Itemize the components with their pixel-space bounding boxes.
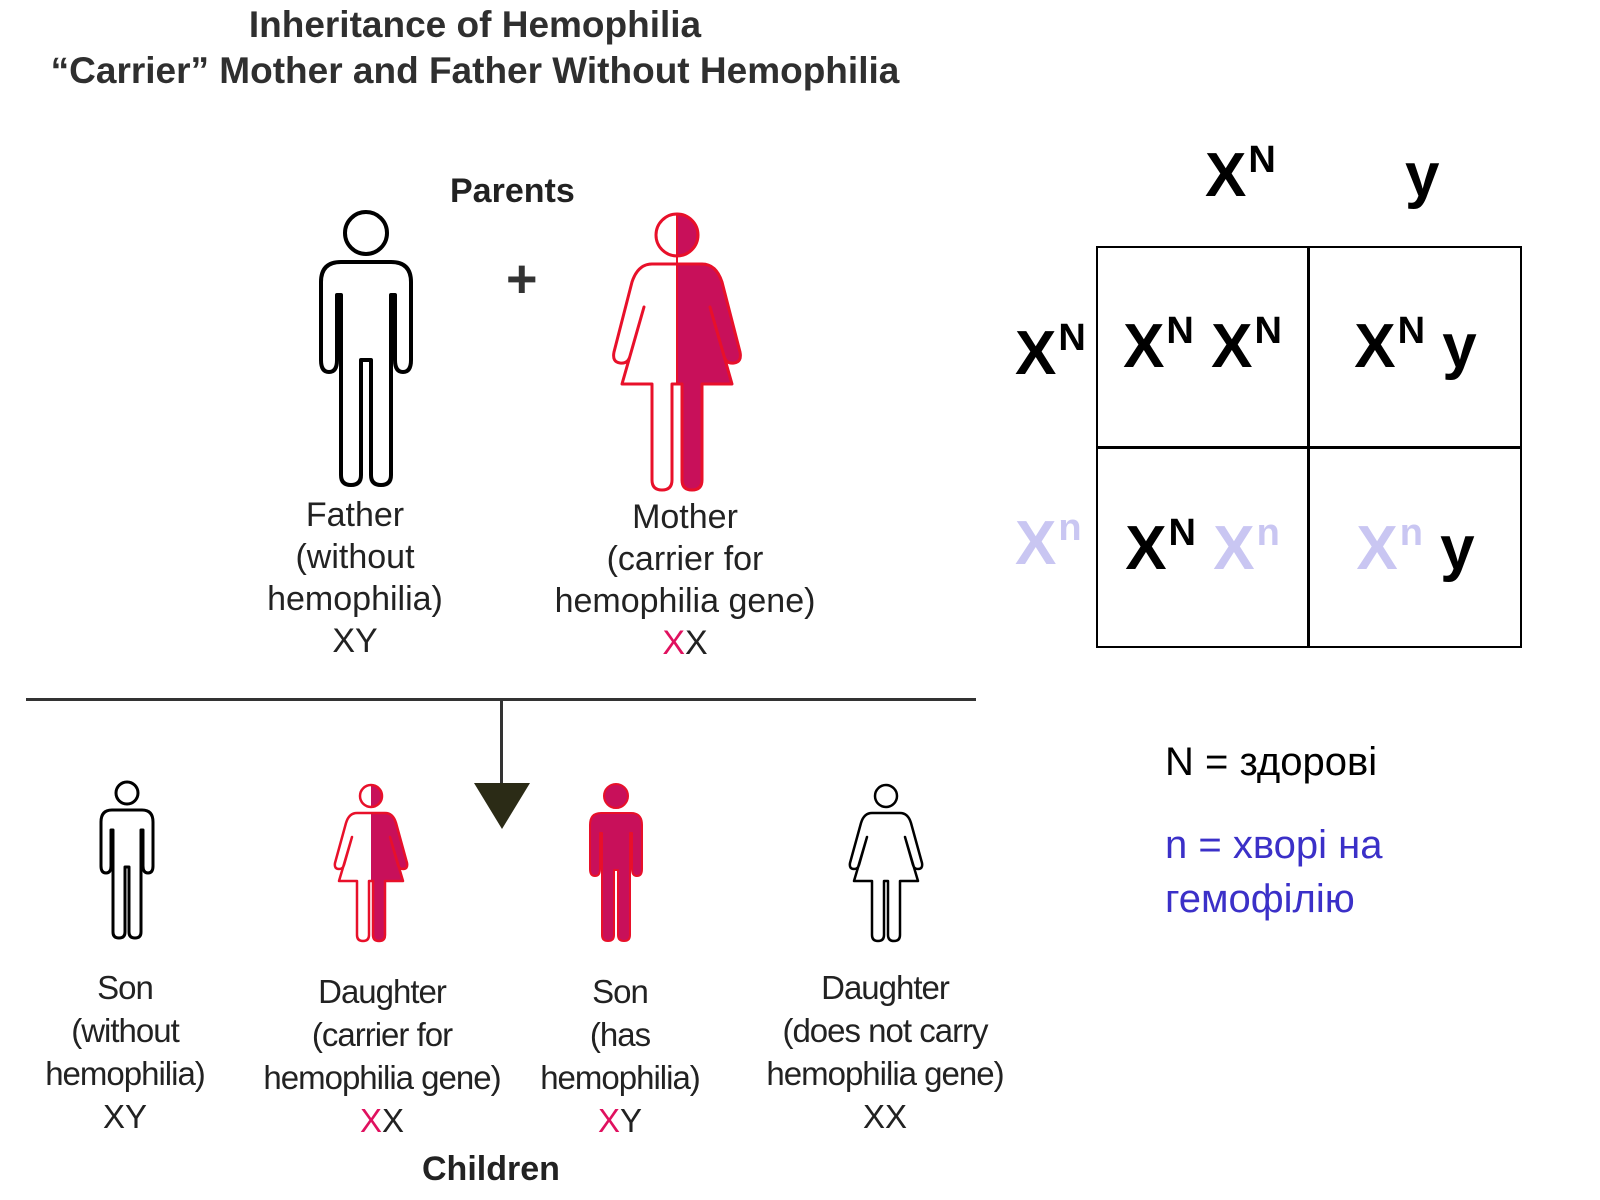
child-4-genotype-b: X — [885, 1098, 908, 1135]
r2c1-b: X — [1213, 513, 1255, 583]
son-healthy-figure — [95, 780, 159, 940]
title-line-1: Inheritance of Hemophilia — [248, 4, 702, 45]
r2c1-a: X — [1125, 513, 1167, 583]
child-1-line1: Son — [97, 969, 154, 1006]
child-3-genotype-a: X — [597, 1102, 620, 1139]
child-3-genotype-b: Y — [620, 1102, 643, 1139]
legend-sick-line2: гемофілію — [1165, 877, 1355, 921]
mother-genotype-carrier-x: X — [662, 624, 685, 662]
child-1-genotype: XY — [20, 1095, 230, 1138]
r2c1-a-sup: N — [1168, 511, 1196, 554]
r1c1-b-sup: N — [1254, 309, 1282, 352]
punnett-cell-r2c1: XN Xn — [1096, 448, 1309, 648]
mother-label: Mother (carrier for hemophilia gene) XX — [530, 496, 840, 664]
r1c2-a: X — [1354, 311, 1396, 381]
mother-genotype: XX — [530, 622, 840, 664]
r2c1-b-sup: n — [1256, 511, 1280, 554]
child-2-line1: Daughter — [318, 973, 447, 1010]
father-label: Father (without hemophilia) XY — [240, 494, 470, 662]
child-label-3: Son (has hemophilia) XY — [520, 970, 720, 1142]
legend-sick: n = хворі на гемофілію — [1165, 818, 1382, 926]
child-4-line3: hemophilia gene) — [766, 1055, 1004, 1092]
child-label-2: Daughter (carrier for hemophilia gene) X… — [252, 970, 512, 1142]
col-1-sup: N — [1248, 139, 1276, 181]
r1c1-b: X — [1211, 311, 1253, 381]
child-4-line2: (does not carry — [782, 1012, 988, 1049]
child-1-line2: (without — [71, 1012, 180, 1049]
r2c2-a: X — [1356, 513, 1398, 583]
child-4-genotype: XX — [740, 1095, 1030, 1138]
mother-label-line2: (carrier for — [606, 540, 764, 578]
arrow-down-icon — [474, 783, 530, 829]
child-4-line1: Daughter — [821, 969, 950, 1006]
son-hemophilia-figure — [584, 783, 648, 943]
child-1-line3: hemophilia) — [45, 1055, 206, 1092]
punnett-row-header-2: Xn — [1015, 507, 1082, 579]
parents-heading: Parents — [450, 172, 575, 210]
child-3-line1: Son — [592, 973, 649, 1010]
child-4-genotype-a: X — [862, 1098, 885, 1135]
child-3-line3: hemophilia) — [540, 1059, 701, 1096]
daughter-carrier-figure — [333, 783, 409, 943]
punnett-horizontal-line — [1096, 446, 1522, 449]
father-genotype-y: Y — [355, 622, 378, 660]
row-2-allele: X — [1015, 509, 1057, 578]
child-label-4: Daughter (does not carry hemophilia gene… — [740, 966, 1030, 1138]
generation-divider — [26, 698, 976, 701]
plus-sign: + — [506, 249, 538, 309]
child-2-line3: hemophilia gene) — [263, 1059, 501, 1096]
mother-figure — [612, 212, 742, 494]
mother-label-line1: Mother — [632, 498, 738, 536]
child-2-genotype-a: X — [359, 1102, 382, 1139]
row-2-sup: n — [1058, 507, 1082, 549]
children-heading: Children — [422, 1150, 560, 1188]
row-1-sup: N — [1058, 317, 1086, 359]
r2c2-a-sup: n — [1399, 511, 1423, 554]
arrow-stem — [500, 700, 503, 800]
father-label-line1: Father — [305, 496, 405, 534]
child-3-line2: (has — [589, 1016, 651, 1053]
mother-genotype-x: X — [685, 624, 708, 662]
col-1-allele: X — [1205, 141, 1247, 210]
father-genotype-x: X — [332, 622, 355, 660]
child-label-1: Son (without hemophilia) XY — [20, 966, 230, 1138]
daughter-noncarrier-figure — [848, 783, 924, 943]
row-1-allele: X — [1015, 319, 1057, 388]
punnett-cell-r1c1: XN XN — [1096, 246, 1309, 446]
r1c2-a-sup: N — [1397, 309, 1426, 352]
father-figure — [311, 210, 421, 490]
father-label-line2: (without — [295, 538, 415, 576]
child-3-genotype: XY — [520, 1099, 720, 1142]
title-line-2: “Carrier” Mother and Father Without Hemo… — [50, 50, 900, 91]
child-2-genotype-b: X — [382, 1102, 405, 1139]
father-label-line3: hemophilia) — [267, 580, 443, 618]
r1c2-b: y — [1442, 311, 1477, 381]
child-1-genotype-b: Y — [125, 1098, 148, 1135]
child-2-genotype: XX — [252, 1099, 512, 1142]
col-2-allele: y — [1405, 141, 1440, 210]
punnett-cell-r1c2: XN y — [1309, 246, 1522, 446]
punnett-col-header-1: XN — [1205, 139, 1276, 211]
punnett-cell-r2c2: Xn y — [1309, 448, 1522, 648]
r2c2-b: y — [1440, 513, 1475, 583]
child-2-line2: (carrier for — [311, 1016, 453, 1053]
legend-healthy: N = здорові — [1165, 740, 1378, 784]
punnett-row-header-1: XN — [1015, 317, 1086, 389]
mother-label-line3: hemophilia gene) — [554, 582, 816, 620]
legend-sick-line1: n = хворі на — [1165, 823, 1383, 867]
r1c1-a-sup: N — [1166, 309, 1194, 352]
punnett-col-header-2: y — [1405, 140, 1439, 211]
child-1-genotype-a: X — [102, 1098, 125, 1135]
father-genotype: XY — [240, 620, 470, 662]
r1c1-a: X — [1123, 311, 1165, 381]
